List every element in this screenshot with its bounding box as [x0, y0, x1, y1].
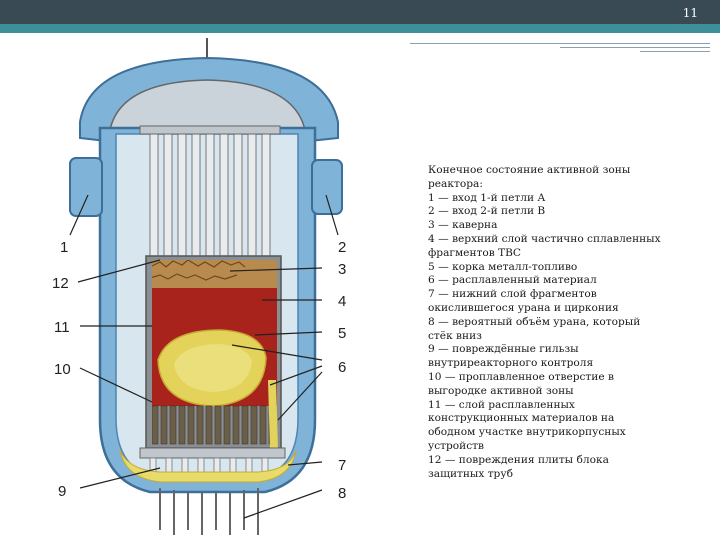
caption-line: фрагментов ТВС: [428, 246, 522, 259]
caption-line: реактора:: [428, 177, 483, 190]
callout-7: 7: [338, 457, 346, 474]
caption-line: 8 — вероятный объём урана, который: [428, 315, 641, 328]
crust-inner: [174, 344, 252, 392]
caption-line: Конечное состояние активной зоны: [428, 164, 631, 176]
callout-11: 11: [54, 319, 70, 336]
slide-header-accent: [0, 24, 720, 33]
leader-lines: [69, 194, 339, 519]
callout-8: 8: [338, 485, 346, 502]
caption-line: окислившегося урана и циркония: [428, 301, 619, 314]
callout-2: 2: [338, 239, 346, 256]
callout-1: 1: [60, 239, 68, 256]
upper-head-inner: [109, 79, 306, 131]
inlet-nozzle-loop-a: [69, 157, 103, 217]
caption-line: защитных труб: [428, 467, 513, 480]
instrument-guide-tubes: [159, 488, 259, 535]
upper-debris-texture: [152, 260, 246, 281]
slide-number: 11: [682, 6, 698, 20]
callout-9: 9: [58, 483, 66, 500]
lower-fuel-stubs: [152, 405, 276, 445]
callout-10: 10: [54, 361, 71, 378]
caption-line: 11 — слой расплавленных: [428, 398, 575, 411]
decor-line-1: [410, 43, 710, 44]
caption-line: 7 — нижний слой фрагментов: [428, 288, 597, 301]
caption-line: 12 — повреждения плиты блока: [428, 453, 609, 466]
upper-debris-layer: [152, 260, 277, 290]
caption-line: внутриреакторного контроля: [428, 357, 594, 370]
caption-line: выгородке активной зоны: [428, 384, 574, 397]
melt-drip: [268, 380, 278, 450]
callout-5: 5: [338, 325, 346, 342]
guide-tubes: [149, 131, 271, 258]
slide-header-bar: [0, 0, 720, 24]
decor-line-3: [640, 51, 710, 52]
bottom-debris-layer: [119, 449, 297, 483]
callout-6: 6: [338, 359, 346, 376]
inlet-nozzle-loop-b: [311, 159, 343, 215]
caption-line: 4 — верхний слой частично сплавленных: [428, 232, 661, 245]
caption-line: конструкционных материалов на: [428, 412, 615, 425]
lower-support-plate: [139, 447, 286, 459]
caption-line: ободном участке внутрикорпусных: [428, 426, 626, 439]
caption-line: 9 — повреждённые гильзы: [428, 343, 579, 356]
caption-line: 1 — вход 1-й петли А: [428, 191, 546, 204]
caption-line: 10 — проплавленное отверстие в: [428, 370, 614, 383]
caption-line: стёк вниз: [428, 329, 482, 342]
caption-line: 6 — расплавленный материал: [428, 274, 597, 287]
caption-line: 3 — каверна: [428, 219, 498, 232]
caption-line: устройств: [428, 439, 485, 452]
caption-line: 5 — корка металл-топливо: [428, 260, 578, 273]
reactor-core-diagram: 1 2 3 4 5 6 7 8 9 10 11 12: [52, 38, 346, 535]
caption-line: 2 — вход 2-й петли В: [428, 205, 546, 218]
decor-line-2: [560, 47, 710, 48]
callout-12: 12: [52, 275, 69, 292]
callout-4: 4: [338, 293, 346, 310]
callout-3: 3: [338, 261, 346, 278]
upper-core-plate: [139, 125, 281, 135]
